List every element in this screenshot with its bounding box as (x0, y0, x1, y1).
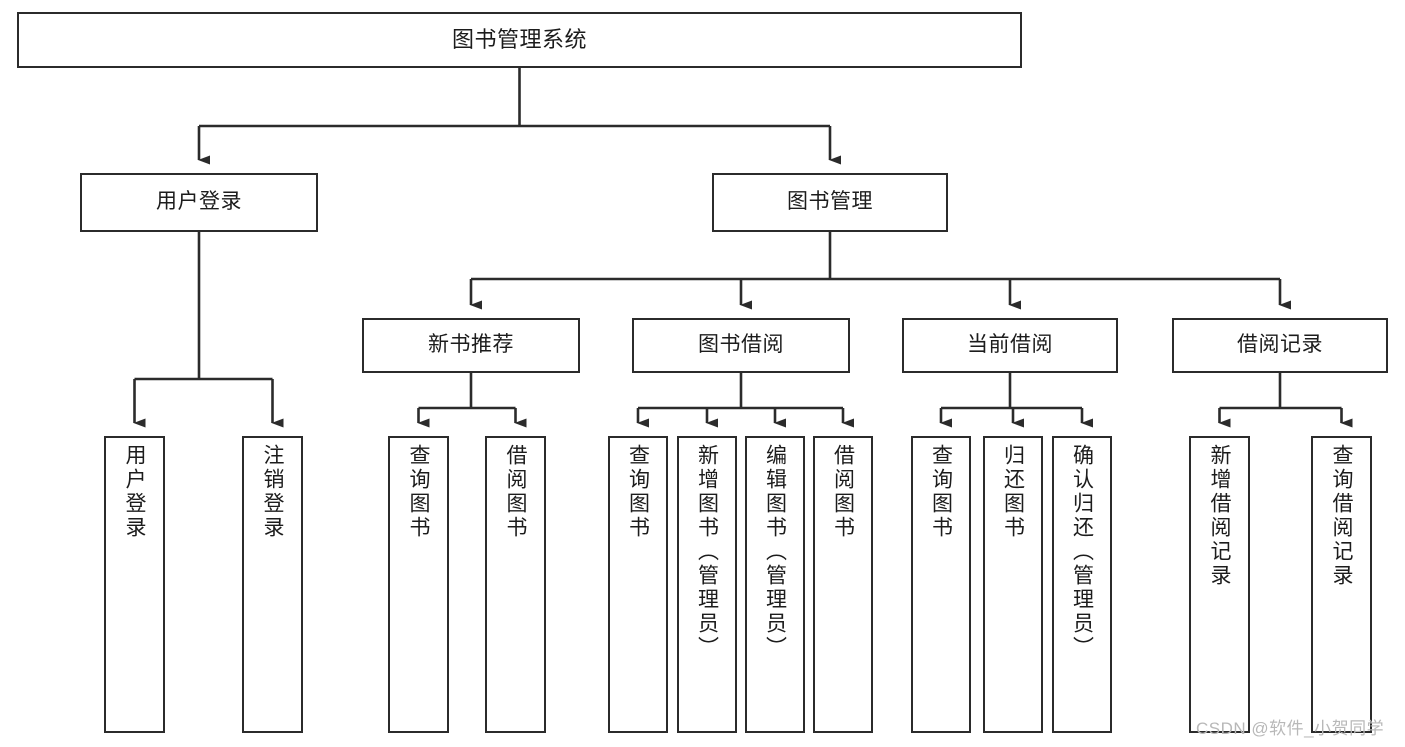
node-label: 借阅图书 (831, 444, 855, 540)
node-borrow[interactable]: 图书借阅 (632, 318, 850, 373)
node-l-confirm[interactable]: 确认归还（管理员） (1052, 436, 1112, 733)
node-l-edit[interactable]: 编辑图书（管理员） (745, 436, 805, 733)
node-login[interactable]: 用户登录 (80, 173, 318, 232)
node-label: 查询图书 (929, 444, 953, 540)
node-label: 当前借阅 (967, 333, 1053, 357)
node-label: 图书管理系统 (451, 27, 587, 53)
node-l-query2[interactable]: 查询图书 (608, 436, 668, 733)
node-l-addrec[interactable]: 新增借阅记录 (1189, 436, 1250, 733)
node-label: 注销登录 (261, 444, 284, 540)
node-label: 图书管理 (787, 190, 873, 214)
node-label: 查询图书 (626, 444, 650, 540)
node-label: 用户登录 (156, 190, 242, 214)
node-records[interactable]: 借阅记录 (1172, 318, 1388, 373)
node-label: 借阅记录 (1237, 333, 1323, 357)
node-l-borrow1[interactable]: 借阅图书 (485, 436, 546, 733)
node-label: 用户登录 (123, 444, 146, 540)
node-l-query3[interactable]: 查询图书 (911, 436, 971, 733)
node-label: 编辑图书（管理员） (763, 444, 787, 660)
node-l-login[interactable]: 用户登录 (104, 436, 165, 733)
node-current[interactable]: 当前借阅 (902, 318, 1118, 373)
node-label: 确认归还（管理员） (1070, 444, 1094, 660)
node-l-add[interactable]: 新增图书（管理员） (677, 436, 737, 733)
node-l-logout[interactable]: 注销登录 (242, 436, 303, 733)
node-l-borrow2[interactable]: 借阅图书 (813, 436, 873, 733)
node-root[interactable]: 图书管理系统 (17, 12, 1022, 68)
node-l-queryrec[interactable]: 查询借阅记录 (1311, 436, 1372, 733)
node-newbook[interactable]: 新书推荐 (362, 318, 580, 373)
node-label: 新增借阅记录 (1208, 444, 1231, 588)
node-label: 新书推荐 (428, 333, 514, 357)
node-l-query1[interactable]: 查询图书 (388, 436, 449, 733)
node-label: 图书借阅 (698, 333, 784, 357)
node-l-return[interactable]: 归还图书 (983, 436, 1043, 733)
node-label: 查询借阅记录 (1330, 444, 1353, 588)
node-label: 借阅图书 (504, 444, 527, 540)
watermark: CSDN @软件_小贺同学 (1196, 719, 1385, 738)
node-bookmgmt[interactable]: 图书管理 (712, 173, 948, 232)
node-label: 归还图书 (1001, 444, 1025, 540)
node-label: 新增图书（管理员） (695, 444, 719, 660)
node-label: 查询图书 (407, 444, 430, 540)
